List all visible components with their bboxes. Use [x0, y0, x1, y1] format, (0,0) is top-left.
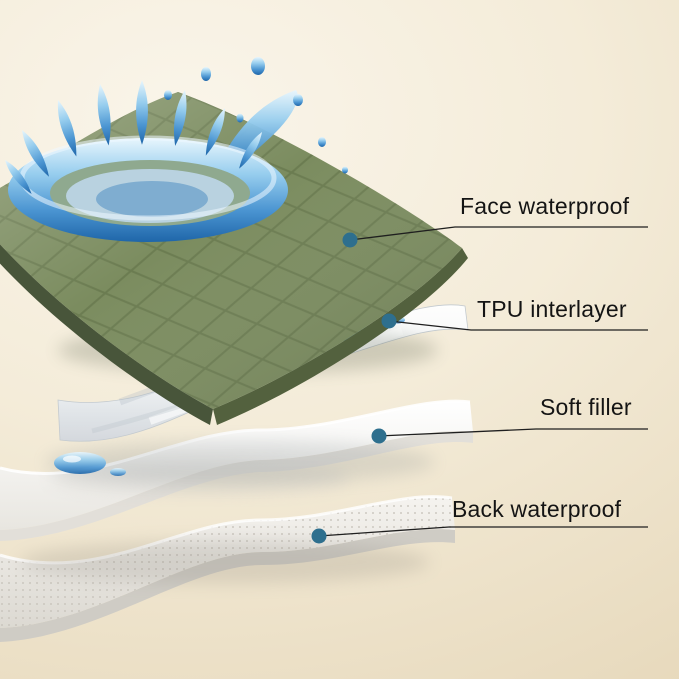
callout-dot-tpu-interlayer: [381, 313, 397, 329]
callout-dot-back-waterproof: [311, 528, 327, 544]
callouts: [311, 226, 648, 544]
label-soft-filler: Soft filler: [540, 394, 632, 420]
callout-dot-face-waterproof: [342, 232, 358, 248]
label-back-waterproof: Back waterproof: [452, 496, 622, 522]
label-face-waterproof: Face waterproof: [460, 193, 630, 219]
label-tpu-interlayer: TPU interlayer: [477, 296, 627, 322]
layer-shadow: [20, 540, 430, 584]
callout-line-tpu-interlayer: [388, 320, 648, 331]
water-splash: [5, 57, 348, 242]
callout-line-soft-filler: [378, 428, 648, 437]
callout-line-face-waterproof: [349, 226, 648, 241]
callout-dot-soft-filler: [371, 428, 387, 444]
callout-line-back-waterproof: [318, 526, 648, 537]
splash-droplets: [164, 57, 348, 174]
layer-shadow: [45, 440, 435, 484]
